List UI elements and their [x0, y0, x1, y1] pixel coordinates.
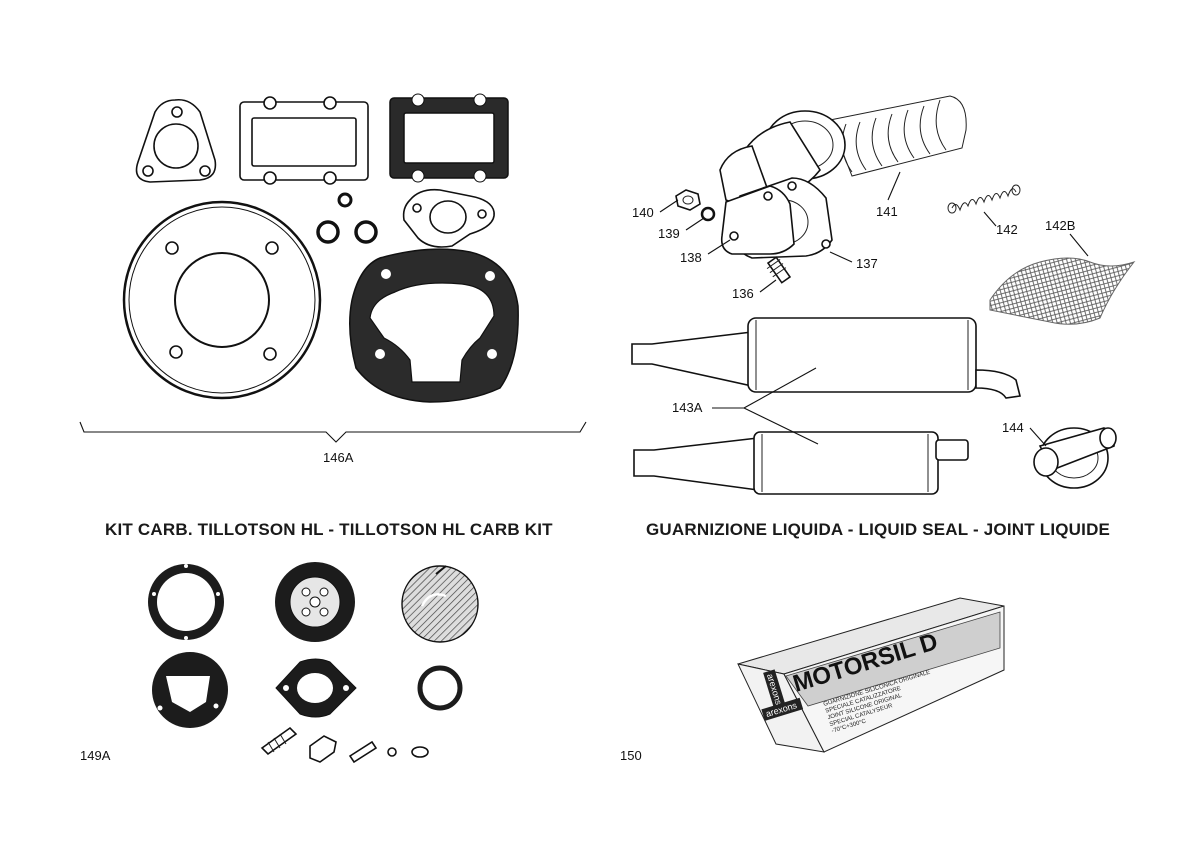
carb-kit-title: KIT CARB. TILLOTSON HL - TILLOTSON HL CA… [105, 520, 553, 539]
gasket-set-brace [79, 421, 587, 443]
flexible-pipe-141 [829, 95, 967, 177]
carb-kit-149a: 149A [80, 562, 479, 764]
carb-o-ring [417, 665, 463, 711]
liquid-seal-150: MOTORSIL D GUARNIZIONE SILICONICA ORIGIN… [620, 597, 1005, 763]
liquid-seal-label: 150 [620, 748, 642, 763]
label-138: 138 [680, 250, 702, 265]
label-141: 141 [876, 204, 898, 219]
carb-flange-gasket [402, 188, 495, 248]
reed-gasket-dark [389, 93, 509, 183]
exhaust-parts: 140 139 138 137 136 141 142 142B 143A 14… [631, 95, 1136, 495]
gasket-set-label: 146A [323, 450, 354, 465]
exhaust-leaders [659, 171, 1089, 447]
silencer-143a-lower [633, 431, 969, 495]
o-rings [316, 192, 378, 244]
label-140: 140 [632, 205, 654, 220]
label-136: 136 [732, 286, 754, 301]
reed-gasket-light [239, 96, 369, 185]
carb-kit-label: 149A [80, 748, 111, 763]
carb-metering-gasket [152, 652, 228, 728]
head-gasket-round [122, 200, 322, 400]
carb-pump-diaphragm [275, 562, 355, 642]
label-142b: 142B [1045, 218, 1075, 233]
stud-136 [766, 256, 792, 284]
exhaust-manifold [719, 110, 846, 284]
mesh-142b [989, 257, 1136, 325]
silencer-143a-upper [631, 317, 1021, 399]
carb-screen-filter [401, 565, 479, 643]
label-143a: 143A [672, 400, 703, 415]
label-139: 139 [658, 226, 680, 241]
carb-small-parts [260, 726, 429, 764]
washer-139 [700, 206, 716, 222]
label-144: 144 [1002, 420, 1024, 435]
motorsil-box: MOTORSIL D GUARNIZIONE SILICONICA ORIGIN… [737, 597, 1005, 753]
gasket-set-146a: 146A [79, 93, 587, 465]
clamp-144 [1033, 427, 1117, 489]
carb-flange-gasket-small [275, 658, 357, 718]
base-gasket [349, 248, 519, 403]
carb-diaphragm-gasket [148, 564, 224, 640]
spring-142 [947, 184, 1021, 214]
nut-140 [675, 189, 701, 211]
label-142: 142 [996, 222, 1018, 237]
triangular-gasket [135, 98, 217, 183]
liquid-seal-title: GUARNIZIONE LIQUIDA - LIQUID SEAL - JOIN… [646, 520, 1110, 539]
label-137: 137 [856, 256, 878, 271]
